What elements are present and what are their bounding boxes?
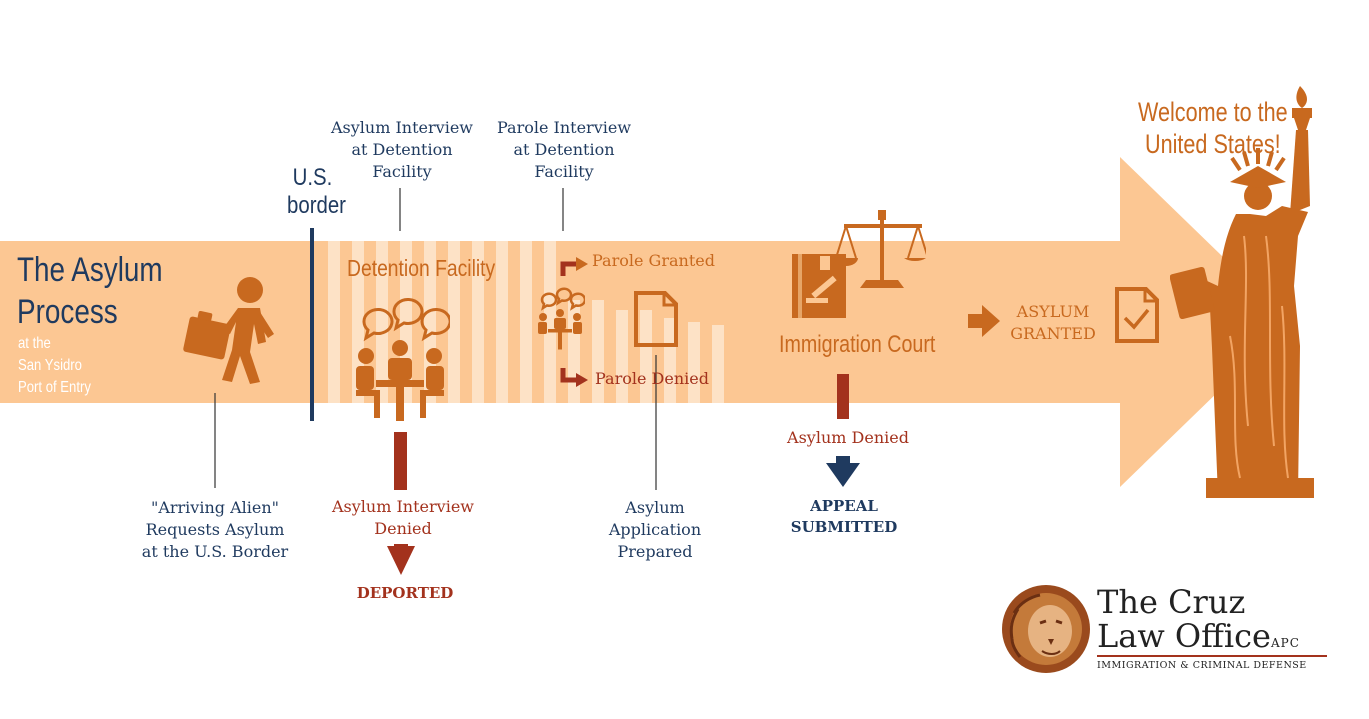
logo-line-1: The Cruz [1097, 583, 1246, 621]
parole-interview-line-2: at Detention [513, 140, 615, 159]
logo-divider [1097, 655, 1327, 657]
arriving-line-2: Requests Asylum [145, 520, 285, 539]
title-subtitle: at the San Ysidro Port of Entry [18, 333, 91, 399]
logo-suffix: APC [1270, 636, 1300, 650]
arriving-alien-label: "Arriving Alien" Requests Asylum at the … [130, 497, 300, 563]
application-line-2: Application [608, 520, 702, 539]
parole-interview-line-1: Parole Interview [496, 118, 632, 137]
title-line-2: Process [17, 293, 118, 331]
title-line-1: The Asylum [17, 251, 163, 289]
immigration-court-label: Immigration Court [779, 331, 936, 358]
interview-denied-line-1: Asylum Interview [332, 497, 474, 516]
approved-document-icon [1115, 287, 1159, 343]
interview-meeting-icon [356, 298, 450, 421]
walking-person-icon [183, 277, 274, 384]
deported-label: DEPORTED [356, 584, 454, 602]
application-line-1: Asylum [625, 498, 685, 517]
asylum-granted-label: ASYLUM GRANTED [1004, 301, 1102, 345]
court-scales-icon [792, 210, 926, 318]
interview-denied-line-2: Denied [374, 519, 432, 538]
logo-line-2-wrap: Law OfficeAPC [1097, 619, 1300, 660]
subtitle-line-1: at the [18, 335, 51, 352]
arriving-line-3: at the U.S. Border [141, 542, 289, 561]
parole-interview-line-3: Facility [534, 162, 594, 181]
us-border-label: U.S. border [287, 164, 346, 220]
logo-firm-name: The Cruz Law OfficeAPC [1097, 585, 1300, 660]
appeal-line-2: SUBMITTED [790, 518, 898, 536]
arriving-line-1: "Arriving Alien" [150, 498, 280, 517]
application-line-3: Prepared [617, 542, 693, 561]
detention-facility-label: Detention Facility [347, 255, 496, 281]
asylum-denied-label: Asylum Denied [787, 428, 909, 447]
asylum-interview-line-1: Asylum Interview [331, 118, 473, 137]
statue-of-liberty-icon [1170, 86, 1314, 498]
asylum-interview-label: Asylum Interview at Detention Facility [320, 117, 484, 183]
welcome-text: Welcome to the United States! [1138, 96, 1288, 160]
subtitle-line-3: Port of Entry [18, 379, 91, 396]
parole-granted-label: Parole Granted [592, 251, 715, 270]
border-line-1: U.S. [292, 164, 333, 191]
document-icon [634, 291, 678, 347]
asylum-interview-line-3: Facility [372, 162, 432, 181]
parole-meeting-icon [538, 287, 585, 350]
lion-logo-icon [1002, 585, 1090, 673]
granted-line-1: ASYLUM [1016, 302, 1090, 321]
parole-interview-label: Parole Interview at Detention Facility [486, 117, 642, 183]
appeal-submitted-label: APPEAL SUBMITTED [778, 496, 910, 538]
appeal-line-1: APPEAL [810, 497, 878, 515]
subtitle-line-2: San Ysidro [18, 357, 82, 374]
application-prepared-label: Asylum Application Prepared [590, 497, 720, 563]
page-title: The Asylum Process [17, 249, 163, 333]
parole-denied-label: Parole Denied [595, 369, 709, 388]
granted-line-2: GRANTED [1010, 324, 1096, 343]
border-line-2: border [287, 192, 346, 219]
asylum-interview-line-2: at Detention [351, 140, 453, 159]
welcome-line-1: Welcome to the [1138, 97, 1288, 127]
interview-denied-label: Asylum Interview Denied [320, 496, 486, 540]
logo-line-2: Law Office [1097, 617, 1271, 655]
logo-tagline: IMMIGRATION & CRIMINAL DEFENSE [1097, 660, 1307, 671]
